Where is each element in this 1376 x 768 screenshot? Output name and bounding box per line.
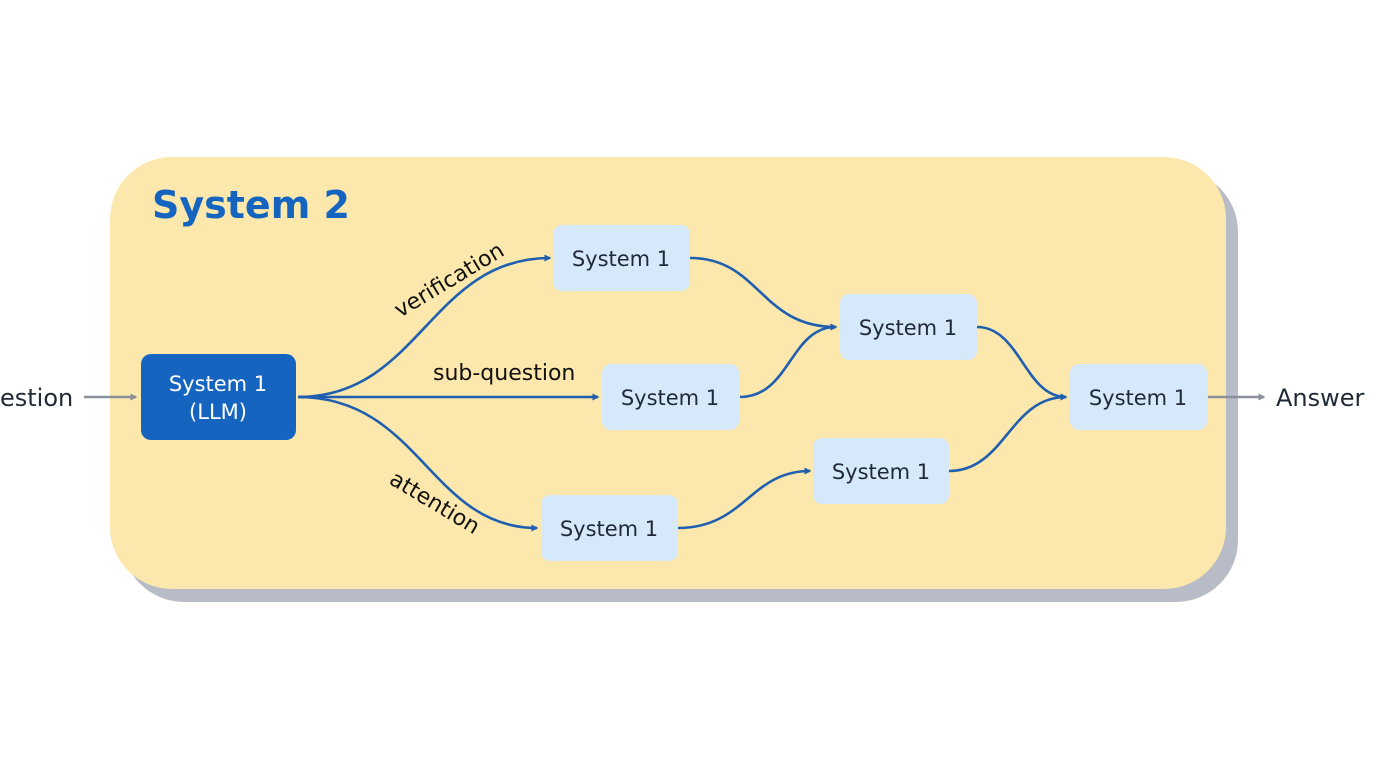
container-title: System 2 — [152, 183, 350, 227]
node-merge-bottom-label: System 1 — [832, 460, 930, 484]
node-attention-label: System 1 — [560, 517, 658, 541]
node-final: System 1 — [1070, 364, 1207, 430]
edge-verification-to-merge-top — [689, 256, 838, 331]
edge-label-subquestion: sub-question — [433, 361, 575, 386]
node-merge-bottom: System 1 — [813, 438, 949, 504]
node-verification-label: System 1 — [572, 247, 670, 271]
output-label: Answer — [1276, 384, 1365, 412]
node-subquestion-label: System 1 — [621, 386, 719, 410]
node-attention: System 1 — [541, 495, 678, 561]
edge-attention-to-merge-bottom — [677, 467, 812, 530]
edge-merge-bottom-to-final — [948, 393, 1068, 473]
node-final-label: System 1 — [1089, 386, 1187, 410]
edge-llm-to-verification — [297, 254, 552, 399]
node-merge-top: System 1 — [840, 294, 977, 360]
input-label: estion — [0, 384, 73, 412]
node-llm-line2: (LLM) — [189, 400, 247, 424]
edge-llm-to-attention — [297, 395, 539, 532]
edge-merge-top-to-final — [976, 325, 1068, 401]
node-subquestion: System 1 — [602, 364, 739, 430]
node-llm: System 1 (LLM) — [141, 354, 296, 440]
edge-subquestion-to-merge-top — [739, 323, 838, 399]
node-merge-top-label: System 1 — [859, 316, 957, 340]
node-llm-line1: System 1 — [169, 372, 267, 396]
node-verification: System 1 — [553, 225, 690, 291]
